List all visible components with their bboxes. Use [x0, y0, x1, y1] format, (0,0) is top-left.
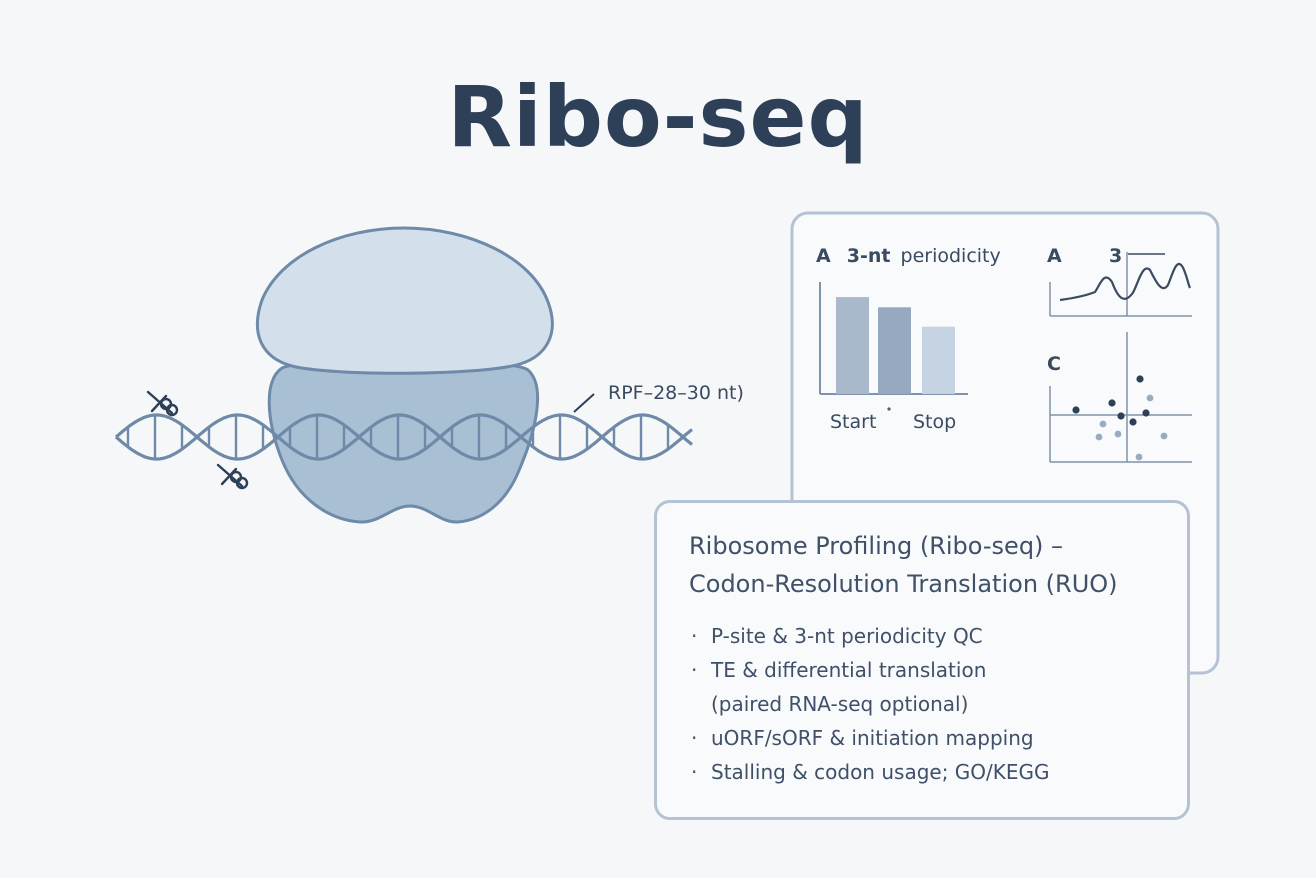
scatter-plot: C: [1047, 332, 1192, 463]
periodicity-trace: A 3: [1047, 245, 1192, 317]
scatter-point: [1129, 418, 1137, 426]
panel-a2-marker: 3: [1109, 245, 1122, 267]
info-card: Ribosome Profiling (Ribo-seq) – Codon-Re…: [654, 500, 1190, 820]
scatter-point: [1108, 399, 1116, 407]
trace-line: [1059, 263, 1192, 302]
scissors-icon: [146, 390, 179, 417]
card-heading-line1: Ribosome Profiling (Ribo-seq) –: [689, 532, 1064, 560]
ribosome-small-subunit: [267, 358, 540, 524]
page-title: Ribo-seq: [447, 68, 869, 166]
bar-label-stop: Stop: [913, 411, 956, 433]
bar-label-start: Start: [830, 411, 876, 433]
ribosome-large-subunit: [256, 226, 554, 375]
scatter-point: [1114, 430, 1122, 438]
panel-a2-letter: A: [1047, 245, 1062, 267]
periodicity-chart: A 3-nt periodicity Start Stop: [816, 245, 1001, 433]
card-heading-line2: Codon-Resolution Translation (RUO): [689, 570, 1118, 598]
bar: [922, 326, 955, 394]
scatter-point: [1117, 412, 1125, 420]
scatter-point: [1095, 433, 1103, 441]
panel-a-bold: 3-nt: [847, 245, 891, 267]
scatter-point: [1136, 375, 1144, 383]
feature-item: ·P-site & 3-nt periodicity QC: [689, 619, 1155, 653]
panel-a-rest: periodicity: [901, 245, 1001, 267]
bar: [878, 307, 911, 394]
bullet-icon: ·: [691, 760, 698, 784]
scatter-point: [1160, 432, 1168, 440]
scatter-point: [1099, 420, 1107, 428]
rpf-label: RPF–28–30 nt): [608, 382, 744, 404]
panel-c-letter: C: [1047, 353, 1061, 375]
feature-list: ·P-site & 3-nt periodicity QC ·TE & diff…: [689, 619, 1155, 789]
bullet-icon: ·: [691, 658, 698, 682]
bar-label-dot: [887, 407, 891, 411]
feature-item: ·uORF/sORF & initiation mapping: [689, 721, 1155, 755]
mrna-helix: [114, 413, 693, 461]
bullet-icon: ·: [691, 726, 698, 750]
feature-item: ·Stalling & codon usage; GO/KEGG: [689, 755, 1155, 789]
scatter-point: [1146, 394, 1154, 402]
rpf-leader-line: [573, 393, 595, 413]
panel-a-heading: A 3-nt periodicity: [816, 245, 1001, 267]
feature-item: ·TE & differential translation(paired RN…: [689, 653, 1155, 721]
scatter-point: [1135, 453, 1143, 461]
bar: [836, 297, 869, 394]
scatter-point: [1142, 409, 1150, 417]
scatter-point: [1072, 406, 1080, 414]
panel-a-letter: A: [816, 245, 831, 267]
bullet-icon: ·: [691, 624, 698, 648]
scissors-icon: [216, 463, 249, 490]
